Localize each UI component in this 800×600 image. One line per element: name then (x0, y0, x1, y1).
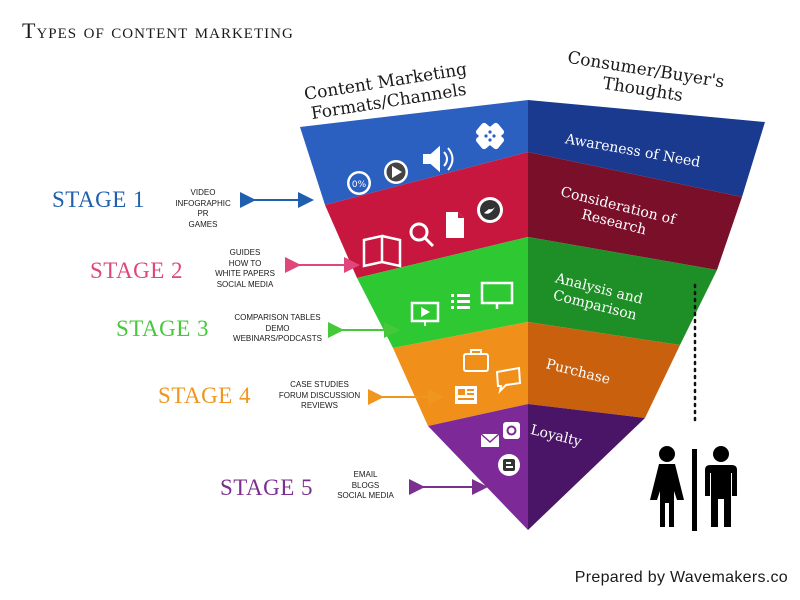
list-item: INFOGRAPHIC (175, 198, 231, 208)
stage-5-label: STAGE 5 (220, 475, 314, 500)
play-icon (384, 160, 408, 184)
funnel-left-stage-3 (357, 237, 528, 348)
list-item: HOW TO (228, 258, 262, 268)
stage-1-label: STAGE 1 (52, 187, 146, 212)
stage-4-items: CASE STUDIES FORUM DISCUSSION REVIEWS (272, 380, 367, 412)
list-item: BLOGS (351, 480, 380, 490)
footer-credit: Prepared by Wavemakers.co (574, 569, 788, 586)
page-title: Types of content marketing (22, 18, 294, 43)
puzzle-icon (476, 122, 504, 150)
svg-text:0%: 0% (352, 180, 367, 190)
speaker-icon (423, 145, 454, 173)
stage-4-label: STAGE 4 (158, 383, 252, 408)
magnifier-icon (409, 222, 435, 248)
pie-chart-icon: 0% (347, 171, 371, 195)
list-item: WEBINARS/PODCASTS (233, 334, 322, 343)
stage-1-items: VIDEO INFOGRAPHIC PR GAMES (168, 188, 238, 230)
badge-icon (477, 197, 503, 223)
stage-3-label: STAGE 3 (116, 316, 210, 341)
stage-2-label: STAGE 2 (90, 258, 184, 283)
list-item: SOCIAL MEDIA (216, 279, 274, 289)
document-icon (446, 212, 464, 238)
chat-bubble-icon (495, 366, 522, 395)
list-item: COMPARISON TABLES (234, 313, 321, 322)
monitor-icon (480, 281, 514, 309)
camera-icon (503, 422, 520, 439)
list-item: SOCIAL MEDIA (337, 491, 394, 500)
funnel-right-stage-5 (528, 404, 645, 530)
book-icon (362, 234, 402, 268)
list-item: WHITE PAPERS (215, 269, 275, 278)
list-item: GAMES (188, 219, 218, 229)
briefcase-icon (463, 349, 489, 372)
newspaper-icon (455, 386, 477, 404)
funnel-right-stage-1 (528, 100, 765, 197)
list-item: VIDEO (190, 188, 216, 197)
list-item: DEMO (265, 323, 290, 333)
stage-2-items: GUIDES HOW TO WHITE PAPERS SOCIAL MEDIA (205, 248, 285, 290)
list-item: FORUM DISCUSSION (278, 390, 361, 400)
funnel-right-stage-2 (528, 152, 742, 270)
list-icon (451, 294, 470, 309)
funnel-right-stage-3 (528, 237, 717, 345)
blogger-icon (498, 454, 520, 476)
list-item: CASE STUDIES (290, 380, 349, 389)
list-item: PR (197, 209, 209, 218)
envelope-icon (480, 433, 500, 447)
stage-5-items: EMAIL BLOGS SOCIAL MEDIA (328, 470, 403, 502)
list-item: EMAIL (353, 470, 378, 479)
list-item: GUIDES (229, 248, 261, 257)
funnel-right-stage-4 (528, 322, 680, 418)
list-item: REVIEWS (301, 401, 338, 410)
funnel-left-stage-2 (325, 152, 528, 278)
video-screen-icon (410, 301, 440, 326)
woman-man-restroom-icon (650, 446, 737, 531)
stage-3-items: COMPARISON TABLES DEMO WEBINARS/PODCASTS (225, 313, 330, 345)
